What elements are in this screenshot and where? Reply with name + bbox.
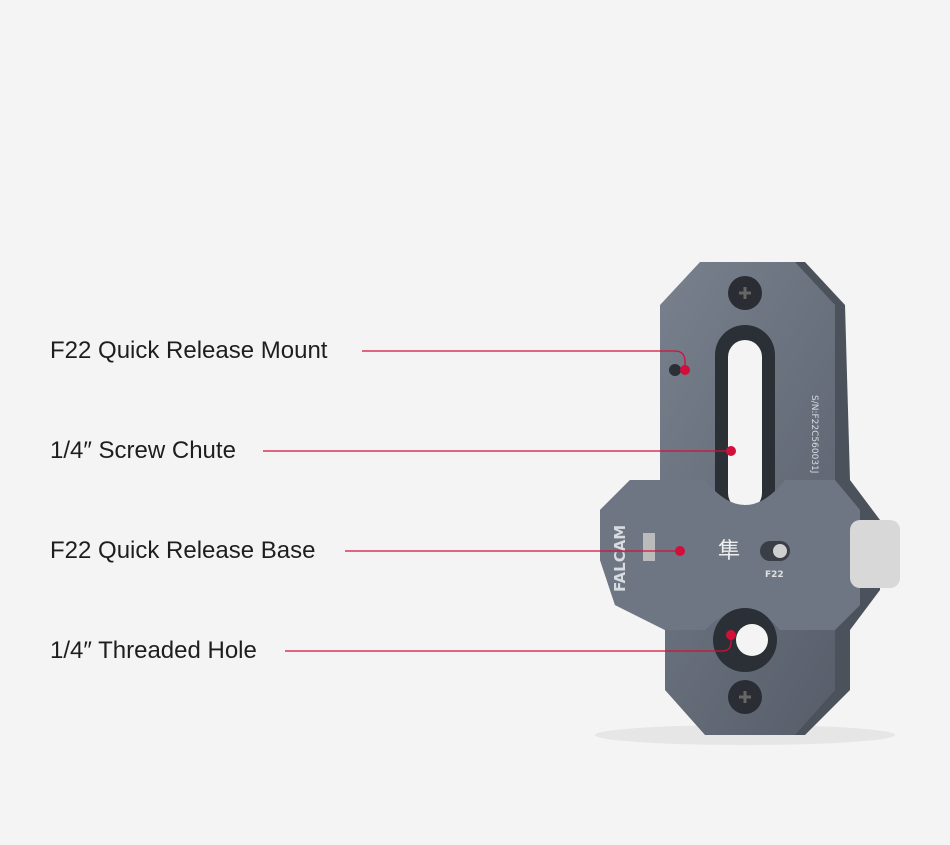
logo-glyph: 隼 [718, 539, 740, 564]
callout-dot-hole [726, 630, 736, 640]
model-mark: F22 [765, 570, 784, 580]
lock-knob [850, 520, 900, 588]
brand-text: FALCAM [611, 525, 629, 592]
callout-label-hole: 1/4″ Threaded Hole [50, 637, 257, 664]
callout-dot-chute [726, 446, 736, 456]
callout-line-hole [285, 635, 732, 652]
callout-dot-mount [680, 365, 690, 375]
callout-label-base: F22 Quick Release Base [50, 537, 316, 564]
callout-line-mount [362, 350, 686, 370]
serial-text: S/N:F22C560031J [809, 395, 819, 473]
callout-label-mount: F22 Quick Release Mount [50, 337, 328, 364]
callout-label-chute: 1/4″ Screw Chute [50, 437, 236, 464]
callout-dot-base [675, 546, 685, 556]
